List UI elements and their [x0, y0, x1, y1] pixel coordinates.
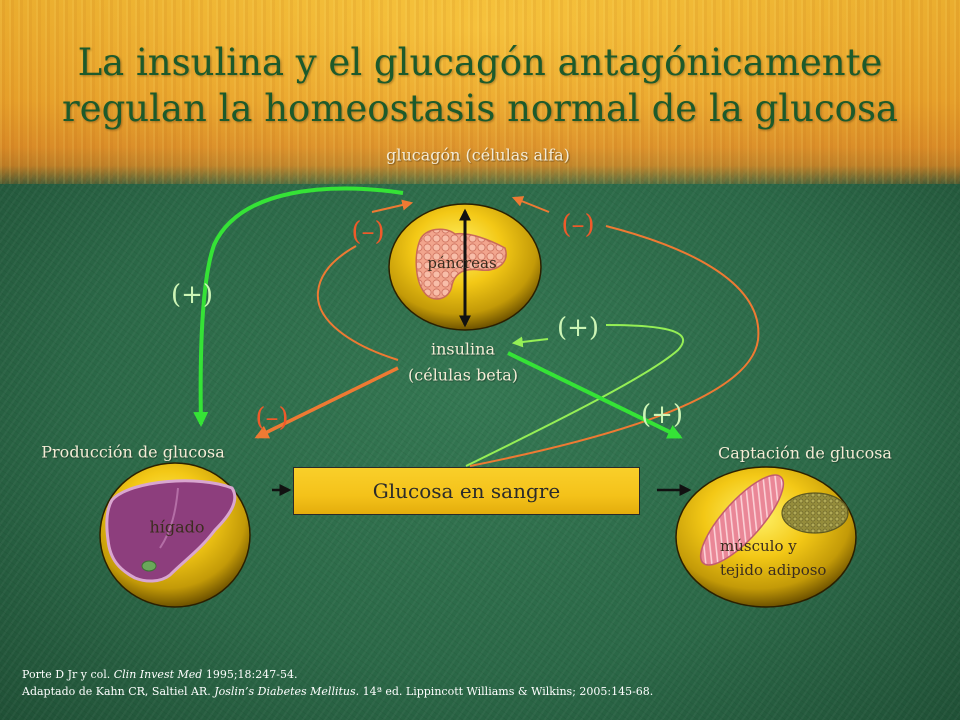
liver-icon: [105, 479, 237, 583]
arrow-insulin-to-liver: [254, 366, 399, 439]
sign-glucagon-to-liver: (+): [170, 280, 214, 310]
reference-1-authors: Porte D Jr y col.: [22, 668, 114, 681]
adipose-tissue-icon: [781, 492, 849, 534]
liver-lobe: [105, 479, 237, 583]
arrow-glucose-to-glucagon-curve: [469, 225, 760, 467]
title-line-1: La insulina y el glucagón antagónicament…: [77, 41, 883, 84]
sign-insulin-to-glucagon: (–): [351, 217, 385, 247]
slide-title: La insulina y el glucagón antagónicament…: [0, 40, 960, 132]
arrow-glucose-to-insulin-head: [511, 336, 549, 348]
reference-2-book: Joslin’s Diabetes Mellitus.: [214, 685, 360, 698]
glucose-uptake-label: Captación de glucosa: [718, 443, 892, 463]
reference-1: Porte D Jr y col. Clin Invest Med 1995;1…: [22, 668, 297, 682]
insulin-cells-label: (células beta): [408, 365, 518, 385]
muscle-icon: [699, 474, 785, 566]
tissue-label-line-1: músculo y: [720, 537, 797, 555]
header-band: [0, 0, 960, 184]
sign-glucose-to-insulin: (+): [556, 313, 600, 343]
arrow-glucagon-to-liver: [193, 186, 404, 427]
liver-fissure: [159, 487, 179, 549]
glucose-production-label: Producción de glucosa: [41, 442, 225, 462]
reference-2-authors: Adaptado de Kahn CR, Saltiel AR.: [22, 685, 215, 698]
gallbladder-icon: [141, 560, 157, 572]
arrow-glucose-to-insulin-curve: [465, 324, 684, 467]
pancreas-label: páncreas: [427, 254, 497, 272]
sign-insulin-to-liver: (–): [255, 403, 289, 433]
glucagon-label: glucagón (células alfa): [386, 145, 570, 165]
blood-glucose-box: Glucosa en sangre: [293, 467, 640, 515]
reference-1-citation: 1995;18:247-54.: [202, 668, 298, 681]
sign-glucose-to-glucagon: (–): [561, 210, 595, 240]
arrow-glucose-to-glucagon-head: [511, 196, 550, 213]
arrow-insulin-to-glucagon-curve: [316, 245, 399, 361]
tissue-label-line-2: tejido adiposo: [720, 561, 827, 579]
reference-2: Adaptado de Kahn CR, Saltiel AR. Joslin’…: [22, 685, 653, 699]
reference-1-journal: Clin Invest Med: [113, 668, 203, 681]
arrow-insulin-to-glucagon-head: [371, 199, 414, 213]
title-line-2: regulan la homeostasis normal de la gluc…: [61, 87, 898, 130]
arrow-insulin-to-uptake: [507, 351, 683, 439]
sign-insulin-to-uptake: (+): [640, 400, 684, 430]
reference-2-citation: 14ª ed. Lippincott Williams & Wilkins; 2…: [359, 685, 654, 698]
insulin-label: insulina: [430, 339, 496, 359]
blood-glucose-label: Glucosa en sangre: [372, 479, 561, 503]
liver-label: hígado: [149, 517, 205, 537]
